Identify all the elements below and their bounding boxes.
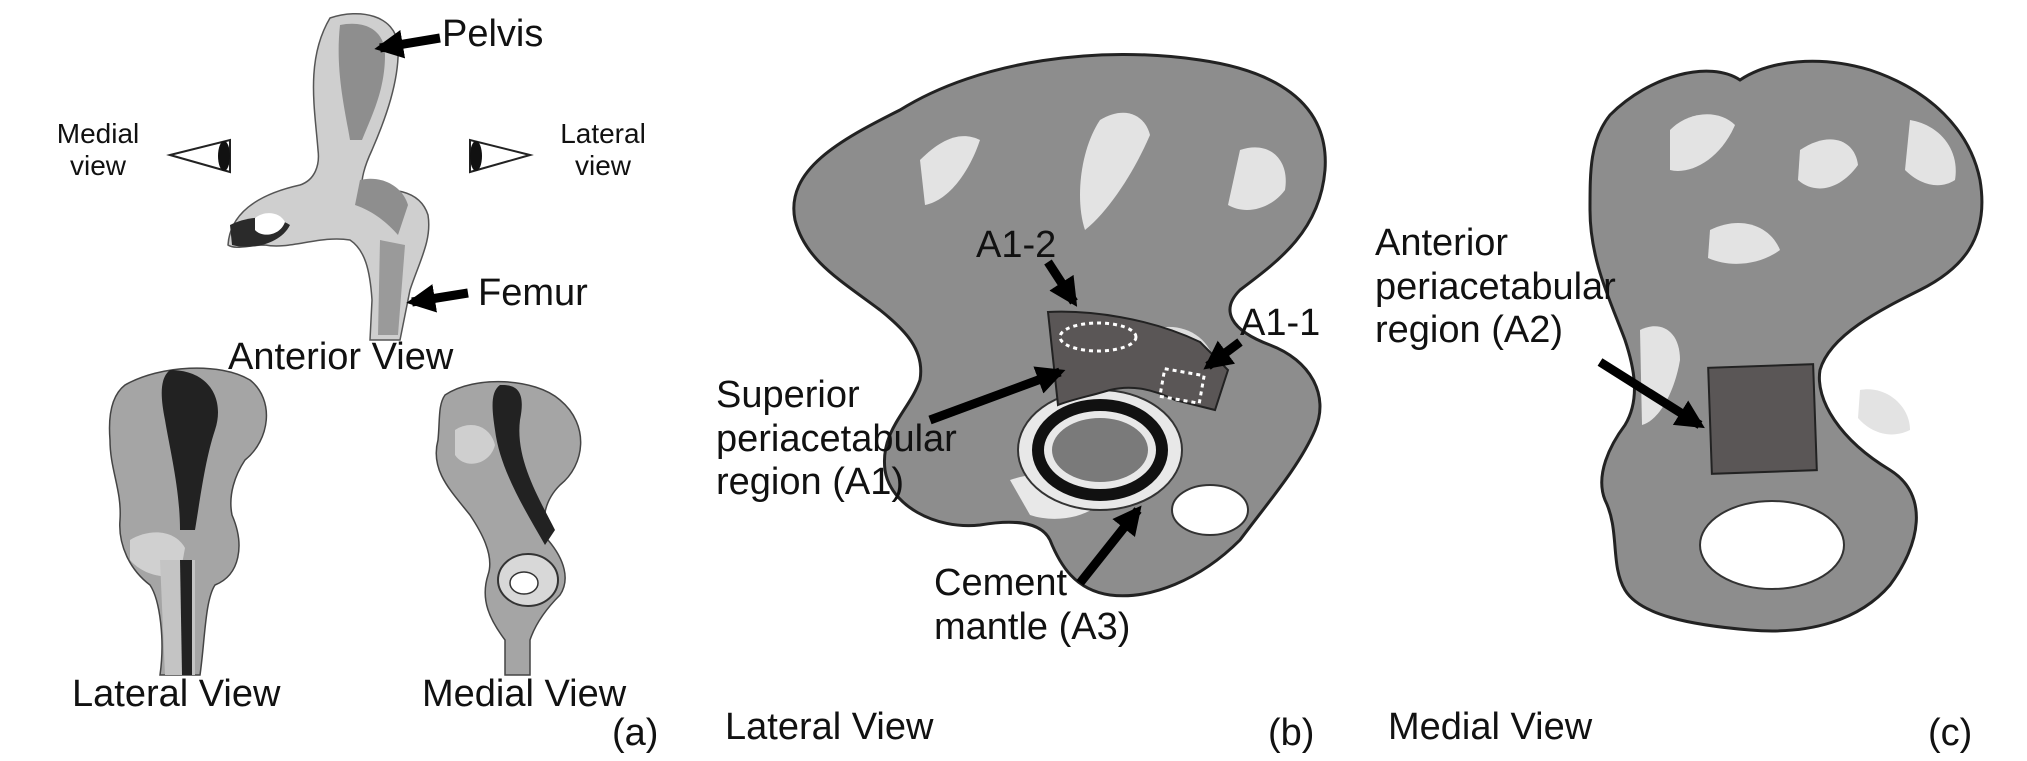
cement-mantle-arrow — [1076, 505, 1142, 586]
a1-2-label: A1-2 — [976, 224, 1057, 266]
anterior-region-line2: periacetabular — [1375, 265, 1616, 308]
panel-c-view-label: Medial View — [1388, 706, 1593, 748]
superior-region-line3: region (A1) — [716, 461, 904, 504]
medial-view-bone — [435, 380, 582, 676]
anterior-region-arrow — [1597, 358, 1705, 429]
medial-view-label: Medial View — [422, 673, 627, 715]
a1-1-arrow — [1203, 338, 1243, 370]
anterior-view-label: Anterior View — [228, 336, 454, 378]
a1-1-label: A1-1 — [1240, 302, 1321, 344]
panel-b-view-label: Lateral View — [725, 706, 934, 748]
medial-view-eye-label: Medial view — [48, 118, 148, 182]
panel-b: A1-2 A1-1 Superior periacetabular region… — [680, 0, 1350, 761]
superior-periacetabular-region — [1046, 310, 1230, 412]
medial-pelvis-bone — [1588, 59, 1984, 633]
panel-c: Anterior periacetabular region (A2) Medi… — [1350, 0, 2027, 761]
medial-eye-icon — [166, 138, 231, 174]
panel-a-letter: (a) — [612, 712, 659, 754]
superior-region-line2: periacetabular — [716, 417, 957, 460]
medial-view-eye-line2: view — [69, 150, 126, 182]
medial-view-eye-line1: Medial — [56, 118, 140, 149]
lateral-view-label: Lateral View — [72, 673, 281, 715]
anterior-periacetabular-region — [1707, 363, 1818, 475]
femur-arrow — [406, 284, 469, 313]
a1-2-arrow — [1044, 259, 1078, 307]
panel-a-drawing — [108, 13, 582, 676]
cement-mantle-line1: Cement — [934, 562, 1068, 604]
anterior-view-bone — [227, 13, 430, 341]
pelvis-arrow — [374, 30, 441, 59]
lateral-view-eye-label: Lateral view — [548, 118, 658, 182]
panel-a: Pelvis Femur Medial view Lateral view An… — [0, 0, 680, 761]
anterior-region-line1: Anterior — [1375, 222, 1509, 264]
anterior-region-label: Anterior periacetabular region (A2) — [1375, 222, 1616, 353]
lateral-view-eye-line2: view — [574, 150, 631, 182]
cement-mantle-line2: mantle (A3) — [934, 605, 1131, 648]
superior-region-label: Superior periacetabular region (A1) — [716, 374, 957, 505]
panel-c-drawing — [1588, 59, 1984, 633]
femur-label: Femur — [478, 272, 588, 314]
lateral-view-bone — [108, 367, 268, 676]
lateral-eye-icon — [469, 138, 534, 174]
panel-b-letter: (b) — [1268, 712, 1315, 754]
cement-mantle-label: Cement mantle (A3) — [934, 562, 1130, 649]
lateral-view-eye-line1: Lateral — [560, 118, 646, 149]
subregion-a1-2-outline — [1058, 321, 1138, 353]
anterior-region-line3: region (A2) — [1375, 309, 1563, 352]
superior-region-arrow — [928, 366, 1066, 425]
panel-b-drawing — [792, 52, 1327, 598]
panel-c-letter: (c) — [1928, 712, 1973, 754]
pelvis-label: Pelvis — [442, 13, 544, 55]
superior-region-line1: Superior — [716, 374, 860, 416]
